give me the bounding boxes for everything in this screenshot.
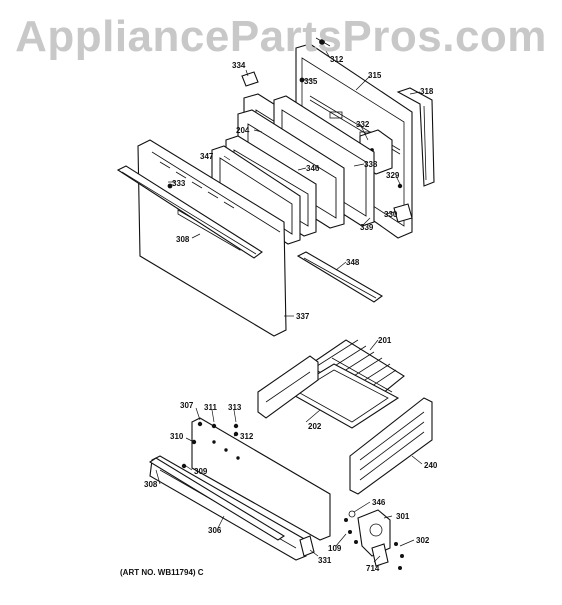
- part-348-door-channel[interactable]: [296, 251, 383, 303]
- part-346-washer[interactable]: [348, 510, 356, 518]
- callout-labels: 312 315 334 335 318 204 332 347 346 338 …: [144, 55, 438, 573]
- part-333-door-handle[interactable]: [116, 165, 263, 259]
- part-337-outer-door[interactable]: [137, 139, 287, 337]
- callout-308-lower[interactable]: 308: [144, 480, 158, 489]
- callout-339[interactable]: 339: [360, 223, 374, 232]
- part-drawer-back-panel[interactable]: [191, 417, 331, 541]
- callout-335[interactable]: 335: [304, 77, 318, 86]
- part-308-drawer-handle[interactable]: [148, 457, 286, 541]
- callout-312[interactable]: 312: [330, 55, 344, 64]
- leader-lines: [155, 43, 423, 563]
- callout-308-upper[interactable]: 308: [176, 235, 190, 244]
- part-302-screws[interactable]: [393, 542, 404, 571]
- callout-301[interactable]: 301: [396, 512, 410, 521]
- part-714-bracket[interactable]: [371, 543, 389, 567]
- callout-201[interactable]: 201: [378, 336, 392, 345]
- callout-302[interactable]: 302: [416, 536, 430, 545]
- part-308-screw-upper[interactable]: [167, 183, 173, 189]
- part-240-drawer-side[interactable]: [349, 397, 433, 495]
- callout-307[interactable]: 307: [180, 401, 194, 410]
- callout-329[interactable]: 329: [386, 171, 400, 180]
- callout-109[interactable]: 109: [328, 544, 342, 553]
- callout-310[interactable]: 310: [170, 432, 184, 441]
- callout-334[interactable]: 334: [232, 61, 246, 70]
- callout-346-lower[interactable]: 346: [372, 498, 386, 507]
- callout-318[interactable]: 318: [420, 87, 434, 96]
- callout-714[interactable]: 714: [366, 564, 380, 573]
- callout-347[interactable]: 347: [200, 152, 214, 161]
- part-318-door-gasket[interactable]: [396, 87, 435, 187]
- part-broiler-side-panel[interactable]: [257, 355, 319, 419]
- part-313-screw[interactable]: [233, 423, 239, 429]
- callout-337[interactable]: 337: [296, 312, 310, 321]
- part-309-screw[interactable]: [181, 463, 187, 469]
- part-311-screw[interactable]: [211, 423, 217, 429]
- part-330-bracket[interactable]: [393, 203, 413, 223]
- callout-309[interactable]: 309: [194, 467, 208, 476]
- callout-333[interactable]: 333: [172, 179, 186, 188]
- callout-332[interactable]: 332: [356, 120, 370, 129]
- callout-312-lower[interactable]: 312: [240, 432, 254, 441]
- part-331-drawer-foot[interactable]: [299, 535, 315, 557]
- part-109-screws[interactable]: [343, 518, 358, 545]
- watermark: AppliancePartsPros.com: [15, 12, 547, 61]
- callout-202[interactable]: 202: [308, 422, 322, 431]
- callout-330[interactable]: 330: [384, 210, 398, 219]
- part-334-clip[interactable]: [241, 71, 259, 87]
- callout-240[interactable]: 240: [424, 461, 438, 470]
- callout-331[interactable]: 331: [318, 556, 332, 565]
- callout-313[interactable]: 313: [228, 403, 242, 412]
- callout-348[interactable]: 348: [346, 258, 360, 267]
- callout-306[interactable]: 306: [208, 526, 222, 535]
- callout-346[interactable]: 346: [306, 164, 320, 173]
- part-329-screw[interactable]: [397, 183, 403, 189]
- callout-204[interactable]: 204: [236, 126, 250, 135]
- callout-338[interactable]: 338: [364, 160, 378, 169]
- callout-315[interactable]: 315: [368, 71, 382, 80]
- art-number: (ART NO. WB11794) C: [120, 568, 204, 577]
- part-307-screw[interactable]: [197, 421, 203, 427]
- callout-311[interactable]: 311: [204, 403, 217, 412]
